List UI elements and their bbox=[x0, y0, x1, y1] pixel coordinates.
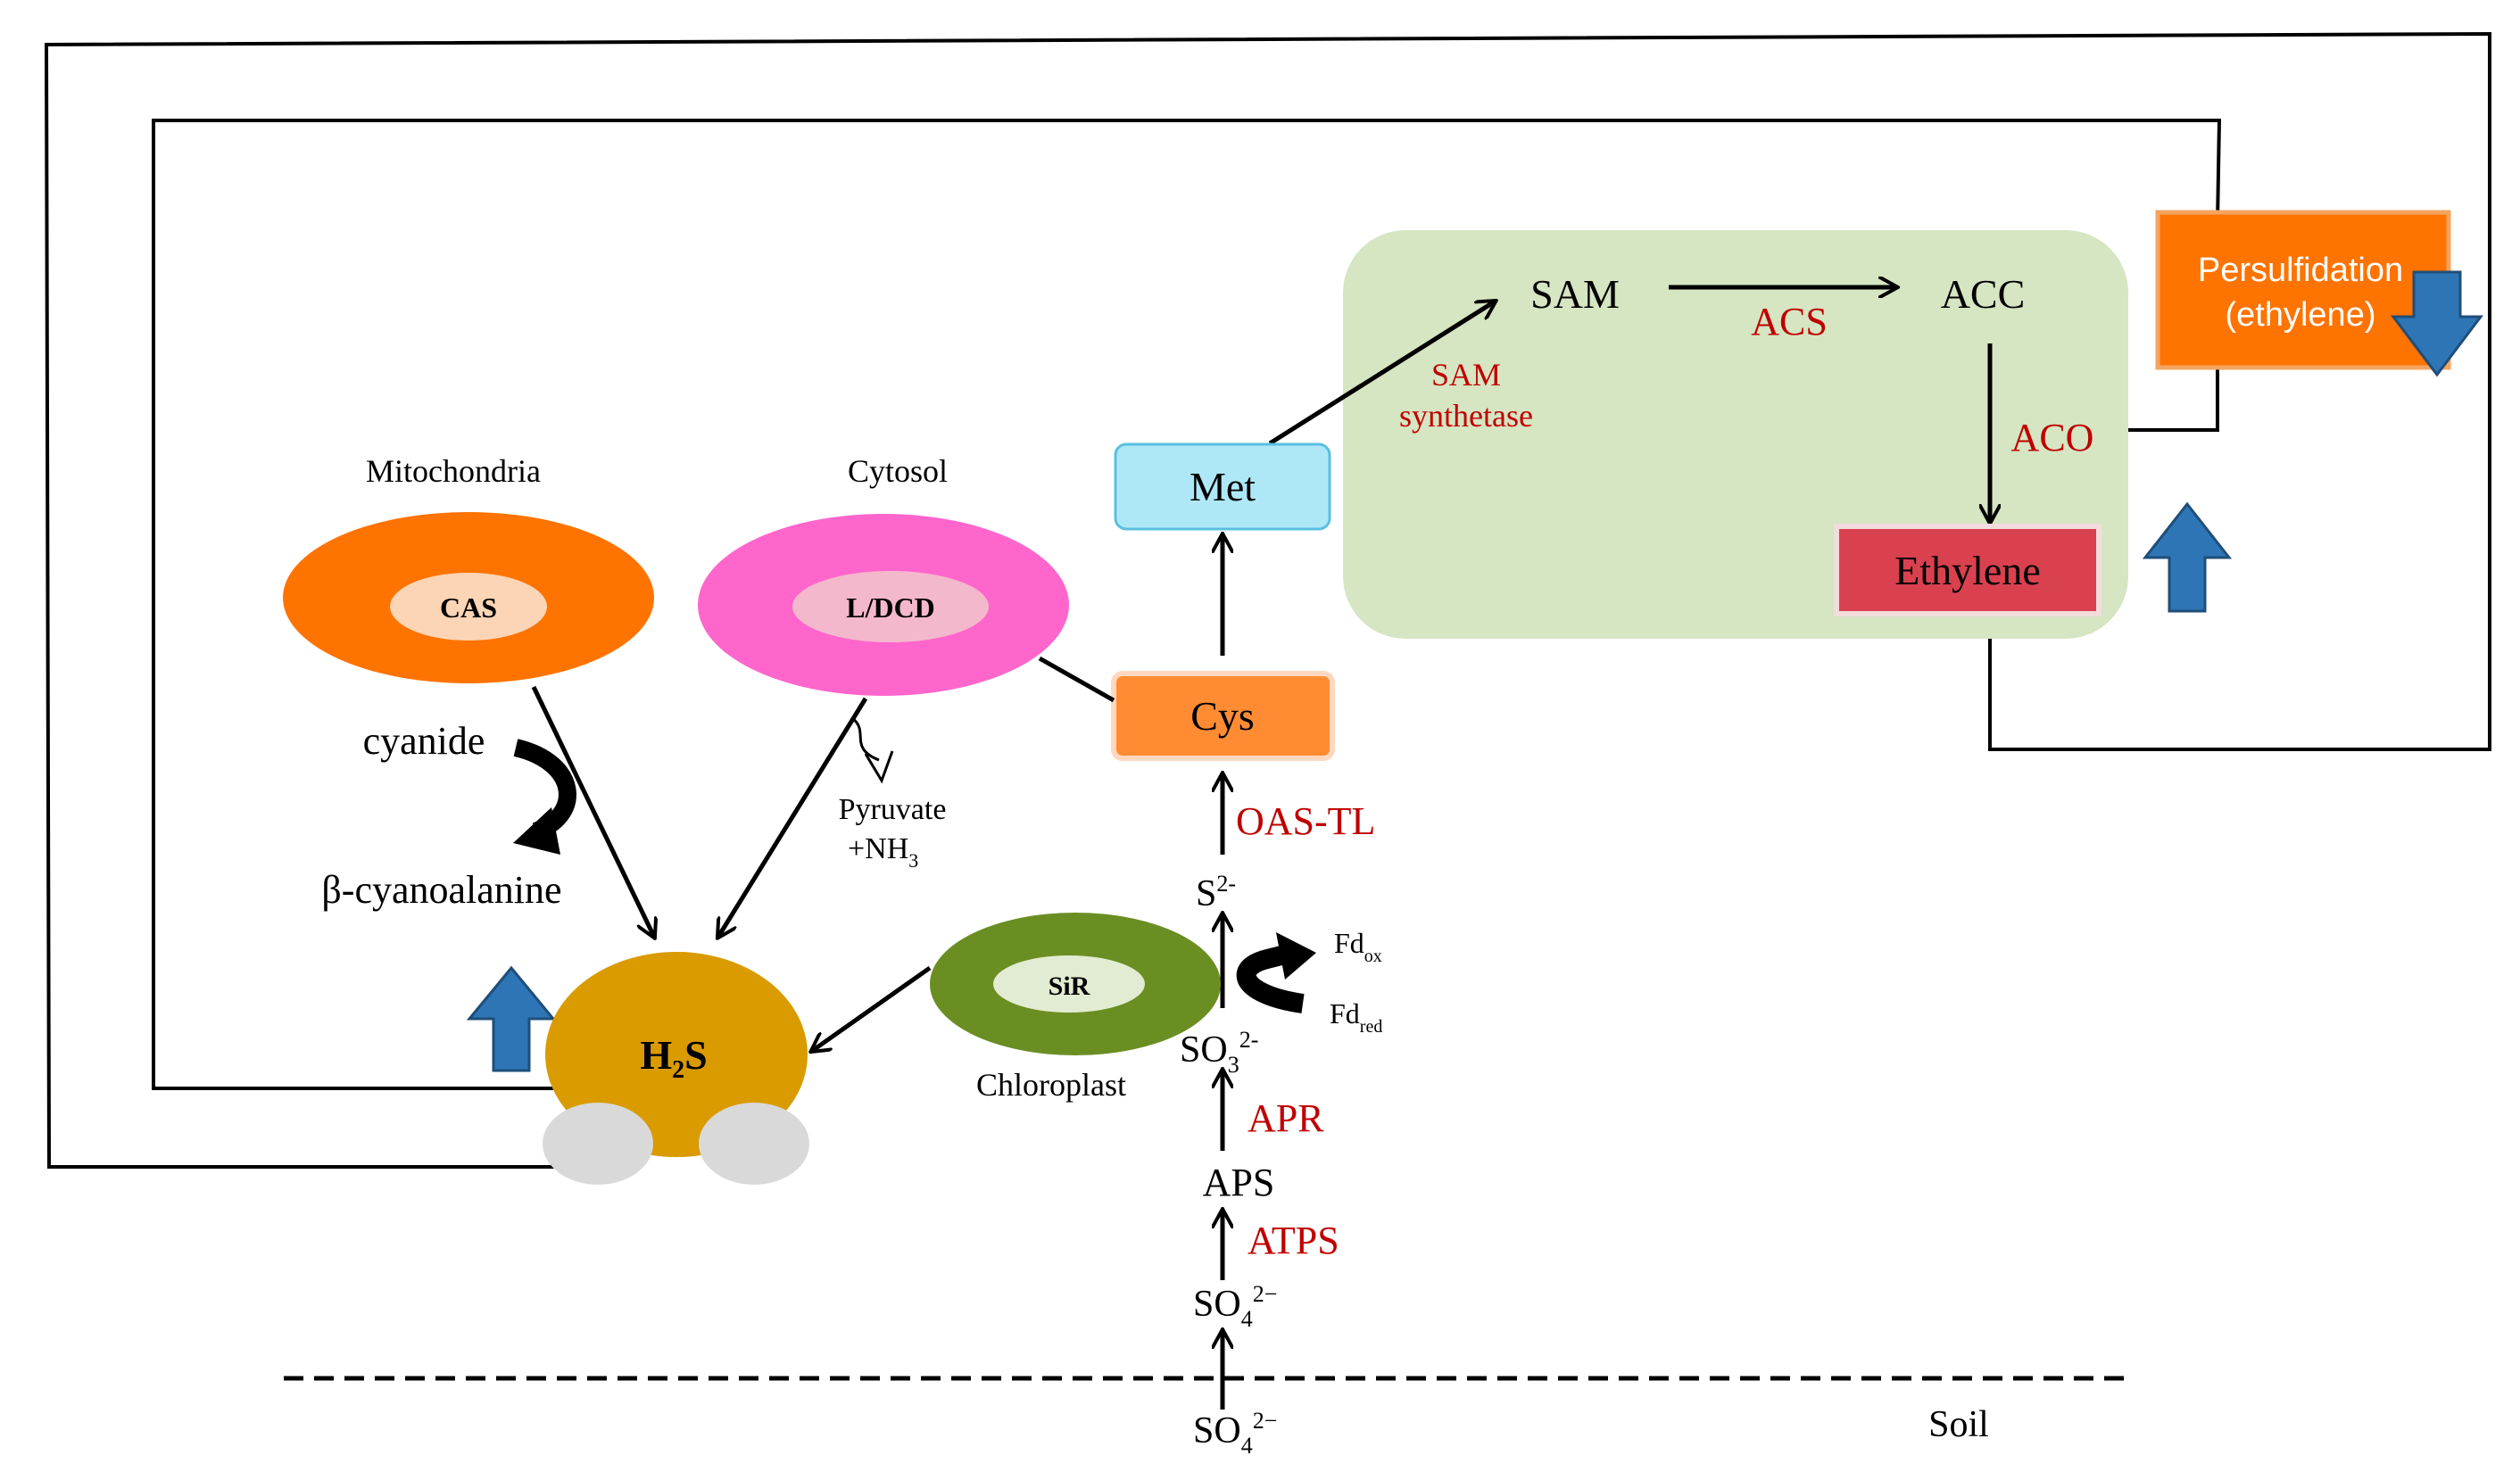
h2s-node: H2S bbox=[543, 952, 809, 1185]
pyruvate-branch-arrow-icon bbox=[851, 716, 880, 762]
met-to-sam-arrow bbox=[1268, 302, 1495, 446]
sam-synthetase-label-1: SAM bbox=[1431, 357, 1501, 393]
ethylene-box: Ethylene bbox=[1834, 524, 2101, 616]
inner-feedback-loop bbox=[152, 119, 2222, 1088]
fd-ox-label: Fdox bbox=[1334, 927, 1382, 966]
sam-label: SAM bbox=[1530, 271, 1620, 317]
cas-label: CAS bbox=[440, 591, 497, 624]
so3-label: SO32- bbox=[1180, 1027, 1258, 1078]
fd-curved-arrow-icon bbox=[1236, 945, 1305, 1013]
nh3-label: +NH3 bbox=[848, 832, 918, 872]
apr-label: APR bbox=[1248, 1096, 1324, 1140]
ldcd-to-h2s-arrow bbox=[718, 697, 868, 937]
sir-oval: SiR bbox=[930, 913, 1221, 1055]
sir-to-h2s-arrow bbox=[812, 965, 932, 1051]
blue-up-arrow-icon bbox=[2142, 501, 2233, 613]
met-label: Met bbox=[1190, 464, 1256, 509]
sir-label: SiR bbox=[1049, 972, 1090, 1001]
h2s-label: H2S bbox=[640, 1032, 707, 1084]
aco-label: ACO bbox=[2011, 416, 2094, 459]
met-box: Met bbox=[1114, 442, 1331, 531]
pyruvate-branch-head-icon bbox=[864, 750, 894, 784]
ldcd-label: L/DCD bbox=[846, 591, 935, 624]
beta-cyanoalanine-label: β-cyanoalanine bbox=[321, 868, 561, 912]
cyanide-arrowhead-icon bbox=[513, 807, 560, 855]
cas-to-h2s-arrow bbox=[531, 685, 654, 937]
aps-label: APS bbox=[1203, 1161, 1275, 1204]
persulfidation-box: Persulfidation (ethylene) bbox=[2155, 210, 2451, 370]
cys-to-ldcd-line bbox=[1038, 656, 1115, 703]
cys-box: Cys bbox=[1111, 671, 1335, 761]
cytosol-label: Cytosol bbox=[848, 453, 948, 489]
atps-label: ATPS bbox=[1248, 1219, 1339, 1262]
mitochondria-label: Mitochondria bbox=[366, 453, 541, 489]
blue-down-arrow-icon bbox=[2390, 270, 2484, 377]
soil-label: Soil bbox=[1928, 1404, 1989, 1445]
cas-oval: CAS bbox=[283, 512, 654, 683]
chloroplast-label: Chloroplast bbox=[976, 1067, 1126, 1103]
fd-arrowhead-icon bbox=[1276, 932, 1316, 980]
persulfidation-line1: Persulfidation bbox=[2198, 252, 2403, 289]
cyanide-label: cyanide bbox=[363, 719, 485, 763]
ethylene-label: Ethylene bbox=[1894, 548, 2041, 593]
blue-up-arrow-h2s-icon bbox=[466, 965, 557, 1072]
so4-label: SO42− bbox=[1193, 1281, 1277, 1332]
cys-label: Cys bbox=[1190, 693, 1255, 739]
acc-label: ACC bbox=[1941, 271, 2026, 317]
pyruvate-label: Pyruvate bbox=[839, 793, 947, 826]
persulfidation-to-aco-line bbox=[2106, 361, 2219, 430]
fd-red-label: Fdred bbox=[1330, 997, 1382, 1037]
oas-tl-label: OAS-TL bbox=[1236, 799, 1375, 843]
sam-synthetase-label-2: synthetase bbox=[1399, 398, 1533, 434]
ldcd-oval: L/DCD bbox=[698, 514, 1069, 696]
persulfidation-line2: (ethylene) bbox=[2226, 296, 2376, 334]
so4-soil-label: SO42− bbox=[1193, 1408, 1277, 1459]
outer-feedback-loop bbox=[44, 31, 2491, 1167]
s2-label: S2- bbox=[1196, 871, 1236, 914]
acs-label: ACS bbox=[1751, 300, 1828, 343]
